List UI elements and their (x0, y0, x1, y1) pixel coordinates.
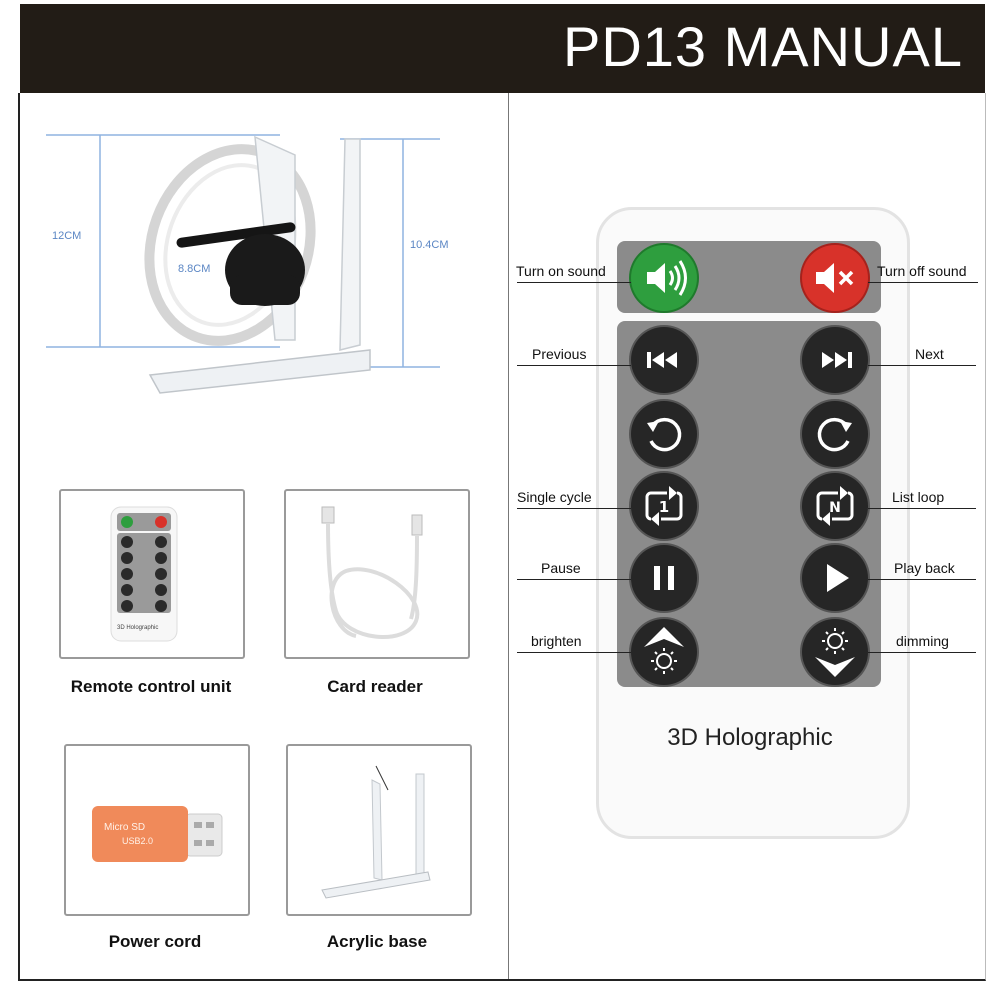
leader-list-loop (868, 508, 976, 509)
rotate-right-icon (817, 417, 852, 452)
header-bar: PD13 MANUAL (20, 4, 985, 93)
leader-turn-off-sound (868, 282, 978, 283)
dimension-stand: 10.4CM (410, 239, 449, 251)
rotate-left-icon (647, 417, 682, 452)
label-previous: Previous (532, 346, 587, 362)
mini-remote-brand: 3D Holographic (117, 625, 159, 631)
dimension-height: 12CM (52, 230, 82, 242)
repeat-all-icon: N (816, 486, 854, 526)
leader-pause (517, 579, 631, 580)
leader-play-back (868, 579, 976, 580)
label-brighten: brighten (531, 633, 582, 649)
turn-on-sound-button[interactable] (631, 245, 697, 311)
play-back-button[interactable] (802, 545, 868, 611)
speaker-mute-icon (816, 263, 854, 293)
brighten-button[interactable] (631, 619, 697, 685)
mini-remote-icon (110, 506, 178, 642)
accessory-acrylic-base-box (286, 744, 472, 916)
right-panel-frame (507, 93, 986, 981)
speaker-on-icon (647, 260, 687, 296)
remote-brand-label: 3D Holographic (667, 724, 833, 751)
dimming-button[interactable] (802, 619, 868, 685)
svg-text:1: 1 (659, 498, 669, 516)
accessory-remote-label: Remote control unit (70, 677, 232, 696)
label-next: Next (915, 346, 944, 362)
card-reader-subtext: USB2.0 (122, 836, 154, 846)
label-play-back: Play back (894, 560, 955, 576)
accessory-remote-box: 3D Holographic (59, 489, 245, 659)
brightness-up-icon (644, 627, 684, 674)
label-dimming: dimming (896, 633, 949, 649)
repeat-one-icon: 1 (645, 486, 683, 526)
left-panel-frame (18, 93, 509, 981)
rotate-clockwise-button[interactable] (802, 401, 868, 467)
single-cycle-button[interactable]: 1 (631, 473, 697, 539)
label-list-loop: List loop (892, 489, 945, 505)
rotate-counterclockwise-button[interactable] (631, 401, 697, 467)
pause-button[interactable] (631, 545, 697, 611)
pause-icon (654, 566, 674, 590)
usb-cable-icon (321, 506, 423, 639)
label-pause: Pause (541, 560, 581, 576)
label-turn-off-sound: Turn off sound (877, 263, 967, 279)
page-title: PD13 MANUAL (562, 15, 963, 78)
acrylic-stand-icon (321, 765, 431, 899)
leader-turn-on-sound (517, 282, 631, 283)
skip-next-icon (822, 352, 852, 368)
leader-brighten (517, 652, 631, 653)
leader-previous (517, 365, 631, 366)
skip-previous-icon (647, 352, 677, 368)
brightness-down-icon (815, 628, 855, 677)
card-reader-icon (92, 806, 223, 862)
previous-button[interactable] (631, 327, 697, 393)
accessory-card-reader-box (284, 489, 470, 659)
turn-off-sound-button[interactable] (802, 245, 868, 311)
svg-text:N: N (829, 500, 841, 516)
leader-single-cycle (517, 508, 631, 509)
label-single-cycle: Single cycle (517, 489, 592, 505)
next-button[interactable] (802, 327, 868, 393)
accessory-card-reader-label: Card reader (327, 677, 423, 696)
leader-next (868, 365, 976, 366)
accessory-power-cord-label: Power cord (108, 932, 202, 951)
play-icon (827, 564, 849, 592)
leader-dimming (868, 652, 976, 653)
card-reader-text: Micro SD (104, 822, 146, 833)
accessory-acrylic-base-label: Acrylic base (326, 932, 428, 951)
label-turn-on-sound: Turn on sound (516, 263, 606, 279)
device-diagram (46, 134, 440, 394)
accessory-power-cord-box: Micro SD USB2.0 (64, 744, 250, 916)
list-loop-button[interactable]: N (802, 473, 868, 539)
dimension-fan: 8.8CM (178, 263, 211, 275)
